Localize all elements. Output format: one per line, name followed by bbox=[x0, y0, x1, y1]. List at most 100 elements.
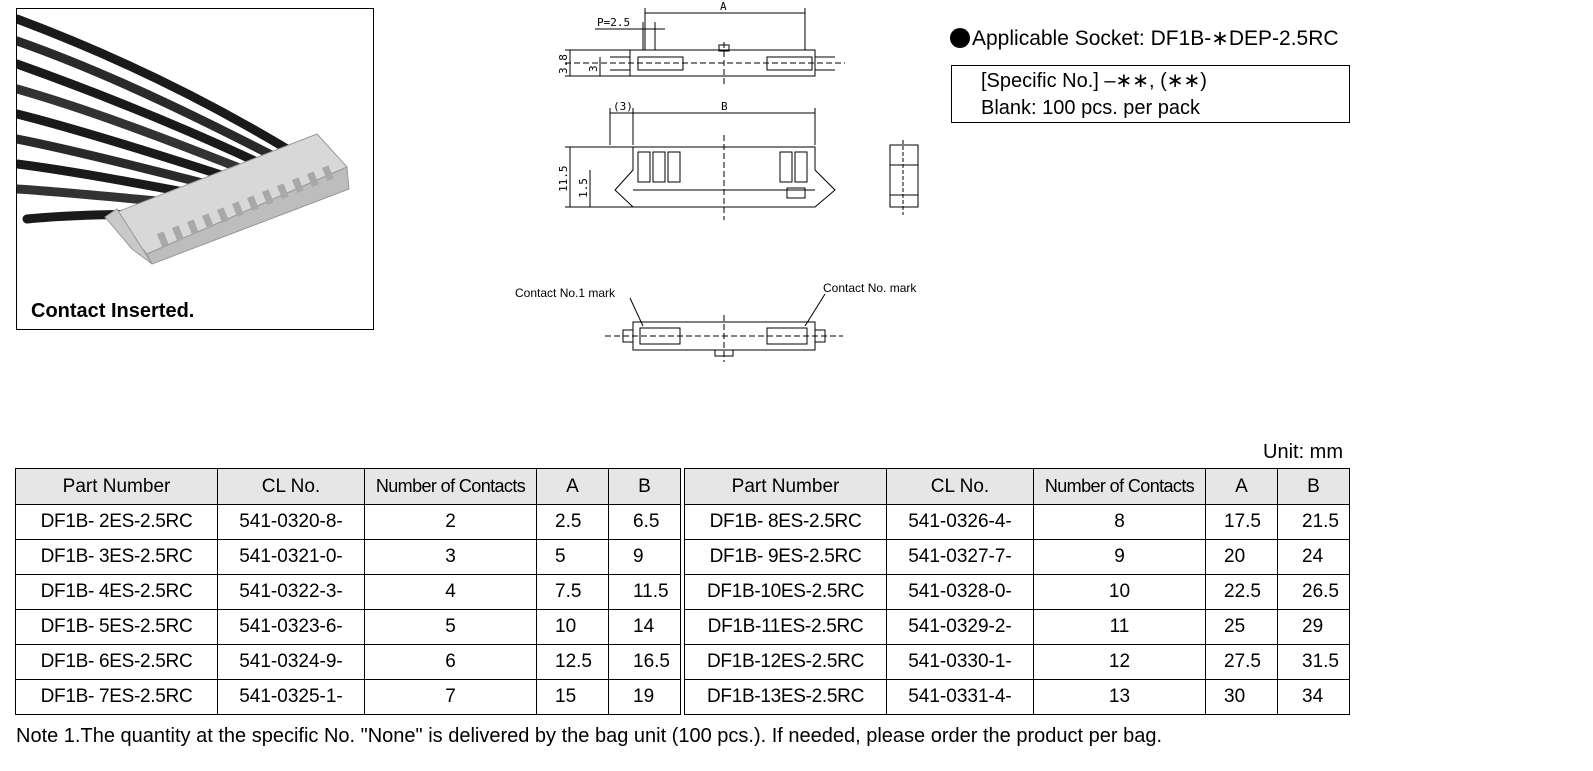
b-cell: 11.5 bbox=[608, 574, 681, 610]
a-cell: 27.5 bbox=[1205, 644, 1278, 680]
contact-no1-mark-label: Contact No.1 mark bbox=[515, 286, 616, 300]
cl-no-cell: 541-0321-0- bbox=[217, 539, 365, 575]
dim-3-8: 3.8 bbox=[557, 54, 570, 74]
b-cell: 29 bbox=[1277, 609, 1350, 645]
a-cell: 5 bbox=[536, 539, 609, 575]
part-number-cell: DF1B- 7ES-2.5RC bbox=[15, 679, 218, 715]
contacts-cell: 9 bbox=[1033, 539, 1206, 575]
dim-pitch: P=2.5 bbox=[597, 16, 630, 29]
dim-1-5: 1.5 bbox=[577, 178, 590, 198]
cl-no-cell: 541-0329-2- bbox=[886, 609, 1034, 645]
a-cell: 12.5 bbox=[536, 644, 609, 680]
blank-pack-text: Blank: 100 pcs. per pack bbox=[981, 97, 1201, 119]
header-number-of-contacts: Number of Contacts bbox=[1033, 468, 1206, 505]
contacts-cell: 7 bbox=[364, 679, 537, 715]
part-number-cell: DF1B-10ES-2.5RC bbox=[684, 574, 887, 610]
contacts-cell: 5 bbox=[364, 609, 537, 645]
contacts-cell: 12 bbox=[1033, 644, 1206, 680]
cl-no-cell: 541-0323-6- bbox=[217, 609, 365, 645]
part-number-cell: DF1B- 8ES-2.5RC bbox=[684, 504, 887, 540]
cl-no-cell: 541-0331-4- bbox=[886, 679, 1034, 715]
cl-no-cell: 541-0327-7- bbox=[886, 539, 1034, 575]
header-cl-no: CL No. bbox=[217, 468, 365, 505]
note-text: Note 1.The quantity at the specific No. … bbox=[16, 725, 1162, 747]
a-cell: 15 bbox=[536, 679, 609, 715]
a-cell: 2.5 bbox=[536, 504, 609, 540]
part-number-cell: DF1B- 5ES-2.5RC bbox=[15, 609, 218, 645]
b-cell: 31.5 bbox=[1277, 644, 1350, 680]
a-cell: 22.5 bbox=[1205, 574, 1278, 610]
b-cell: 24 bbox=[1277, 539, 1350, 575]
header-number-of-contacts: Number of Contacts bbox=[364, 468, 537, 505]
contacts-cell: 13 bbox=[1033, 679, 1206, 715]
part-number-cell: DF1B-11ES-2.5RC bbox=[684, 609, 887, 645]
header-part-number: Part Number bbox=[684, 468, 887, 505]
contacts-cell: 2 bbox=[364, 504, 537, 540]
b-cell: 26.5 bbox=[1277, 574, 1350, 610]
product-photo-frame: Contact Inserted. bbox=[16, 8, 374, 330]
cl-no-cell: 541-0326-4- bbox=[886, 504, 1034, 540]
cl-no-cell: 541-0325-1- bbox=[217, 679, 365, 715]
contacts-cell: 4 bbox=[364, 574, 537, 610]
b-cell: 34 bbox=[1277, 679, 1350, 715]
header-a: A bbox=[536, 468, 609, 505]
part-number-cell: DF1B- 6ES-2.5RC bbox=[15, 644, 218, 680]
cl-no-cell: 541-0320-8- bbox=[217, 504, 365, 540]
header-a: A bbox=[1205, 468, 1278, 505]
contacts-cell: 3 bbox=[364, 539, 537, 575]
specific-no-box: [Specific No.] –∗∗, (∗∗) Blank: 100 pcs.… bbox=[951, 65, 1350, 123]
header-cl-no: CL No. bbox=[886, 468, 1034, 505]
part-number-cell: DF1B-13ES-2.5RC bbox=[684, 679, 887, 715]
b-cell: 19 bbox=[608, 679, 681, 715]
contacts-cell: 6 bbox=[364, 644, 537, 680]
part-number-cell: DF1B- 9ES-2.5RC bbox=[684, 539, 887, 575]
part-number-cell: DF1B- 3ES-2.5RC bbox=[15, 539, 218, 575]
unit-label: Unit: mm bbox=[1263, 441, 1343, 463]
parts-table-right: Part Number CL No. Number of Contacts A … bbox=[684, 468, 1350, 715]
applicable-socket: Applicable Socket: DF1B-∗DEP-2.5RC bbox=[950, 26, 1339, 51]
applicable-socket-text: Applicable Socket: DF1B-∗DEP-2.5RC bbox=[972, 27, 1339, 50]
part-number-cell: DF1B- 4ES-2.5RC bbox=[15, 574, 218, 610]
dim-11-5: 11.5 bbox=[557, 166, 570, 193]
header-b: B bbox=[1277, 468, 1350, 505]
dimension-drawing: P=2.5 A B (3) 3.8 3 11.5 1.5 Contact No.… bbox=[515, 0, 919, 362]
cl-no-cell: 541-0322-3- bbox=[217, 574, 365, 610]
header-b: B bbox=[608, 468, 681, 505]
part-number-cell: DF1B- 2ES-2.5RC bbox=[15, 504, 218, 540]
cl-no-cell: 541-0330-1- bbox=[886, 644, 1034, 680]
dim-3v: 3 bbox=[587, 65, 600, 72]
cl-no-cell: 541-0324-9- bbox=[217, 644, 365, 680]
a-cell: 17.5 bbox=[1205, 504, 1278, 540]
a-cell: 30 bbox=[1205, 679, 1278, 715]
contact-no-mark-label: Contact No. mark bbox=[823, 281, 917, 295]
a-cell: 25 bbox=[1205, 609, 1278, 645]
contacts-cell: 8 bbox=[1033, 504, 1206, 540]
b-cell: 14 bbox=[608, 609, 681, 645]
a-cell: 20 bbox=[1205, 539, 1278, 575]
specific-no-text: [Specific No.] –∗∗, (∗∗) bbox=[981, 70, 1207, 92]
bullet-icon bbox=[950, 28, 970, 48]
dim-b: B bbox=[721, 100, 728, 113]
contacts-cell: 10 bbox=[1033, 574, 1206, 610]
photo-caption: Contact Inserted. bbox=[31, 300, 195, 322]
dim-a: A bbox=[720, 0, 727, 13]
header-part-number: Part Number bbox=[15, 468, 218, 505]
b-cell: 6.5 bbox=[608, 504, 681, 540]
b-cell: 16.5 bbox=[608, 644, 681, 680]
parts-table-left: Part Number CL No. Number of Contacts A … bbox=[15, 468, 681, 715]
part-number-cell: DF1B-12ES-2.5RC bbox=[684, 644, 887, 680]
a-cell: 7.5 bbox=[536, 574, 609, 610]
dim-3: (3) bbox=[613, 100, 633, 113]
contacts-cell: 11 bbox=[1033, 609, 1206, 645]
connector-photo bbox=[17, 14, 350, 265]
b-cell: 9 bbox=[608, 539, 681, 575]
